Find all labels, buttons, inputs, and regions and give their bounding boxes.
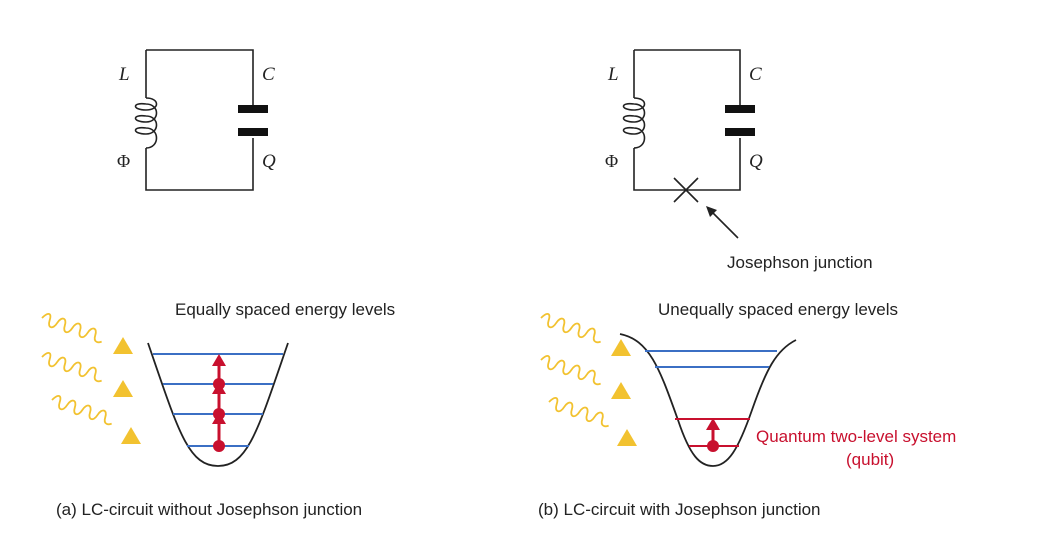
- panel-a-energy: Equally spaced energy levels (a) LC-circ…: [41, 300, 395, 519]
- photon-triangle: [611, 382, 631, 399]
- energy-title: Unequally spaced energy levels: [658, 300, 898, 319]
- harmonic-potential-well: [147, 342, 289, 467]
- wire: [146, 49, 254, 105]
- capacitor-plate: [238, 128, 268, 136]
- capacitor-label: C: [749, 64, 762, 85]
- wire: [145, 138, 254, 191]
- flux-label: Φ: [605, 151, 618, 171]
- state-dot: [213, 440, 225, 452]
- photon-triangle: [611, 339, 631, 356]
- caption: (b) LC-circuit with Josephson junction: [538, 500, 821, 519]
- josephson-junction-cross: [673, 177, 699, 203]
- state-dot: [707, 440, 719, 452]
- photon-wave: [540, 313, 602, 344]
- photon-triangle: [113, 337, 133, 354]
- junction-pointer-line: [709, 209, 739, 239]
- qubit-label-sub: (qubit): [846, 450, 894, 469]
- junction-pointer-arrowhead: [706, 206, 717, 217]
- photon-triangle: [113, 380, 133, 397]
- excitation-arrowhead: [706, 418, 720, 430]
- inductor-coil: [134, 97, 158, 149]
- panel-b-circuit: L C Φ Q Josephson junction: [605, 49, 873, 272]
- wire: [634, 49, 741, 105]
- photon-wave: [540, 355, 602, 386]
- charge-label: Q: [749, 151, 763, 172]
- capacitor-label: C: [262, 64, 275, 85]
- capacitor-plate: [725, 128, 755, 136]
- photon-wave: [51, 395, 113, 426]
- photon-triangle: [121, 427, 141, 444]
- photon-wave: [548, 397, 610, 428]
- photon-wave: [41, 313, 103, 344]
- charge-label: Q: [262, 151, 276, 172]
- flux-label: Φ: [117, 151, 130, 171]
- caption: (a) LC-circuit without Josephson junctio…: [56, 500, 362, 519]
- inductor-label: L: [118, 64, 130, 85]
- capacitor-plate: [725, 105, 755, 113]
- capacitor-plate: [238, 105, 268, 113]
- excitation-arrowhead: [212, 354, 226, 366]
- anharmonic-potential-well: [619, 333, 797, 467]
- inductor-label: L: [607, 64, 619, 85]
- state-dot: [213, 378, 225, 390]
- qubit-label: Quantum two-level system: [756, 427, 956, 446]
- junction-label: Josephson junction: [727, 253, 873, 272]
- state-dot: [213, 408, 225, 420]
- wire: [633, 138, 741, 191]
- photon-wave: [41, 352, 103, 383]
- panel-b-energy: Unequally spaced energy levels Quantum t…: [538, 300, 956, 519]
- inductor-coil: [622, 97, 646, 149]
- panel-a-circuit: L C Φ Q: [117, 49, 276, 191]
- energy-title: Equally spaced energy levels: [175, 300, 395, 319]
- photon-triangle: [617, 429, 637, 446]
